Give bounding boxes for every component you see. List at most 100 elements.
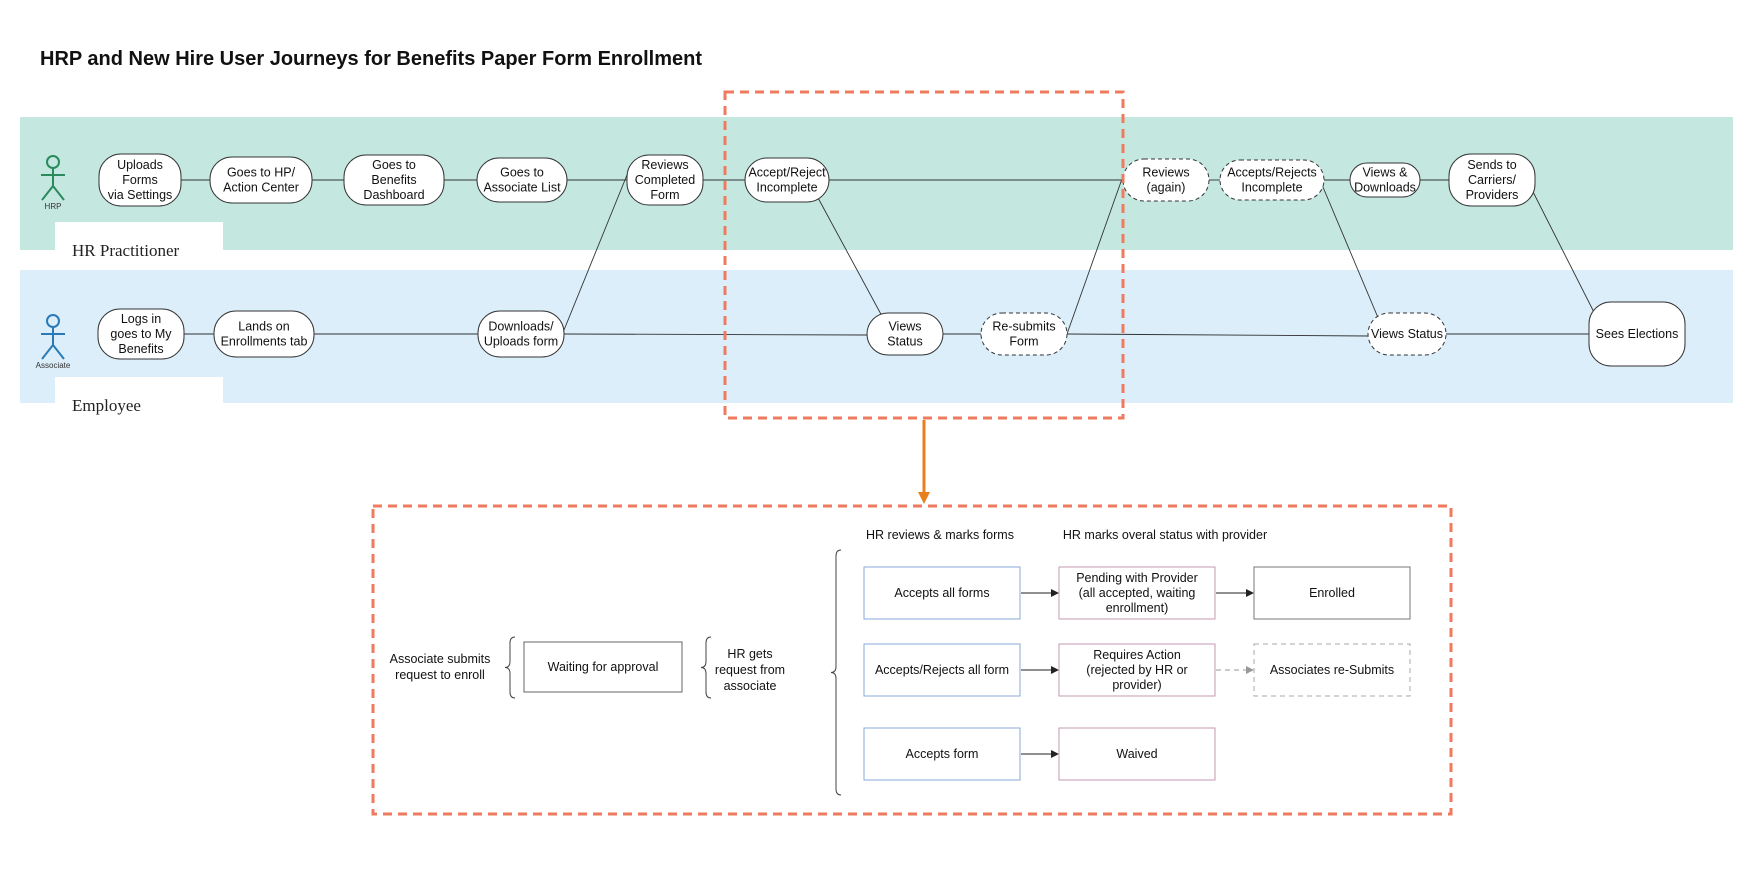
hr-step-label-line: Form bbox=[650, 188, 679, 202]
page-title: HRP and New Hire User Journeys for Benef… bbox=[40, 48, 703, 70]
employee-step-label-line: Benefits bbox=[118, 342, 163, 356]
hr-step-label-line: Reviews bbox=[1142, 166, 1189, 180]
hr-step-label-line: Incomplete bbox=[1241, 181, 1302, 195]
flow-connector-diagonal bbox=[816, 195, 884, 319]
action-to-status-arrow-head bbox=[1051, 589, 1059, 597]
detail-start-text-line: Associate submits bbox=[390, 652, 491, 666]
employee-step-node bbox=[477, 310, 565, 358]
employee-step-label-line: Form bbox=[1009, 335, 1038, 349]
actor-leg-left bbox=[41, 344, 54, 360]
hr-step-label-line: Reviews bbox=[641, 158, 688, 172]
hr-gets-text-line: request from bbox=[715, 663, 785, 677]
lane-employee-label: Employee bbox=[72, 396, 141, 415]
hr-step-node bbox=[1448, 153, 1536, 207]
result-label: Enrolled bbox=[1309, 586, 1355, 600]
action-box bbox=[863, 727, 1021, 781]
employee-step-label-line: Views Status bbox=[1371, 327, 1443, 341]
hr-step-label-line: Accept/Reject bbox=[748, 166, 826, 180]
status-box bbox=[1058, 566, 1216, 620]
hr-gets-text: HR gets request from associate bbox=[715, 647, 785, 693]
employee-step-node bbox=[1588, 301, 1686, 367]
status-label-line: provider) bbox=[1112, 678, 1161, 692]
lane-employee-label-tab bbox=[55, 377, 223, 403]
status-box bbox=[1058, 727, 1216, 781]
action-to-status-arrow-head bbox=[1051, 750, 1059, 758]
associate-actor-icon bbox=[41, 314, 65, 360]
brace-middle bbox=[700, 636, 712, 699]
employee-step-label-line: Enrollments tab bbox=[221, 335, 308, 349]
flow-connector bbox=[1066, 333, 1369, 337]
hr-step-label-line: Goes to bbox=[500, 166, 544, 180]
detail-start-text-line: request to enroll bbox=[395, 668, 485, 682]
employee-step-label-line: Status bbox=[887, 335, 922, 349]
detail-start-text: Associate submits request to enroll bbox=[390, 652, 491, 682]
action-label: Accepts/Rejects all form bbox=[875, 663, 1009, 677]
flow-connector-diagonal bbox=[1319, 179, 1380, 321]
hr-step-node bbox=[476, 157, 568, 203]
hr-step-label-line: Downloads bbox=[1354, 181, 1416, 195]
hr-step-label-line: Completed bbox=[635, 173, 695, 187]
hr-step-node bbox=[209, 156, 313, 204]
hr-step-label-line: (again) bbox=[1147, 181, 1186, 195]
column-header-reviews: HR reviews & marks forms bbox=[866, 528, 1014, 542]
hr-gets-text-line: associate bbox=[724, 679, 777, 693]
waiting-approval-box bbox=[523, 641, 683, 693]
status-label-line: Pending with Provider bbox=[1076, 571, 1198, 585]
employee-step-node bbox=[213, 310, 315, 358]
hr-step-label-line: Goes to HP/ bbox=[227, 166, 296, 180]
action-to-status-arrow-head bbox=[1051, 666, 1059, 674]
associate-actor-icon-label: Associate bbox=[36, 361, 71, 370]
employee-step-label-line: Uploads form bbox=[484, 335, 558, 349]
employee-step-label-line: Logs in bbox=[121, 312, 161, 326]
hrp-actor-icon-label: HRP bbox=[45, 202, 62, 211]
hr-step-label-line: Providers bbox=[1466, 188, 1519, 202]
flow-connector-diagonal bbox=[1066, 175, 1124, 335]
employee-step-node bbox=[1367, 312, 1447, 356]
employee-step-label-line: Views bbox=[888, 320, 921, 334]
lane-hr-label-tab bbox=[55, 222, 223, 250]
hr-step-label-line: Action Center bbox=[223, 181, 299, 195]
lane-hr-label: HR Practitioner bbox=[72, 241, 180, 260]
flow-connectors bbox=[181, 174, 1604, 337]
hr-step-node bbox=[343, 154, 445, 206]
status-label-line: (all accepted, waiting bbox=[1079, 586, 1196, 600]
employee-step-label-line: Lands on bbox=[238, 320, 289, 334]
employee-step-label-line: Sees Elections bbox=[1596, 327, 1679, 341]
status-label-line: Requires Action bbox=[1093, 648, 1181, 662]
employee-step-label: Views Status bbox=[1371, 327, 1443, 341]
hr-step-label-line: Views & bbox=[1363, 166, 1409, 180]
result-label: Associates re-Submits bbox=[1270, 663, 1394, 677]
hr-step-node bbox=[1219, 159, 1325, 201]
hr-step-label: Goes to HP/Action Center bbox=[223, 166, 299, 195]
hr-step-node bbox=[98, 153, 182, 207]
hrp-actor-icon bbox=[41, 155, 65, 201]
hr-step-node bbox=[626, 154, 704, 206]
highlight-region bbox=[723, 90, 1125, 420]
waiting-approval-label: Waiting for approval bbox=[548, 660, 659, 674]
hr-step-label-line: Accepts/Rejects bbox=[1227, 166, 1317, 180]
hr-step-label-line: Incomplete bbox=[756, 181, 817, 195]
status-box bbox=[1058, 643, 1216, 697]
detail-panel bbox=[371, 504, 1453, 816]
hr-step-label-line: Forms bbox=[122, 173, 157, 187]
status-label-line: (rejected by HR or bbox=[1086, 663, 1187, 677]
actor-leg-right bbox=[52, 344, 65, 360]
hr-step-node bbox=[1349, 162, 1421, 198]
employee-step-node bbox=[97, 308, 185, 360]
hr-gets-text-line: HR gets bbox=[727, 647, 772, 661]
flow-connector-diagonal bbox=[563, 174, 628, 331]
hr-step-label-line: Benefits bbox=[371, 173, 416, 187]
hr-step-label-line: Goes to bbox=[372, 158, 416, 172]
employee-step-label-line: Downloads/ bbox=[488, 320, 554, 334]
